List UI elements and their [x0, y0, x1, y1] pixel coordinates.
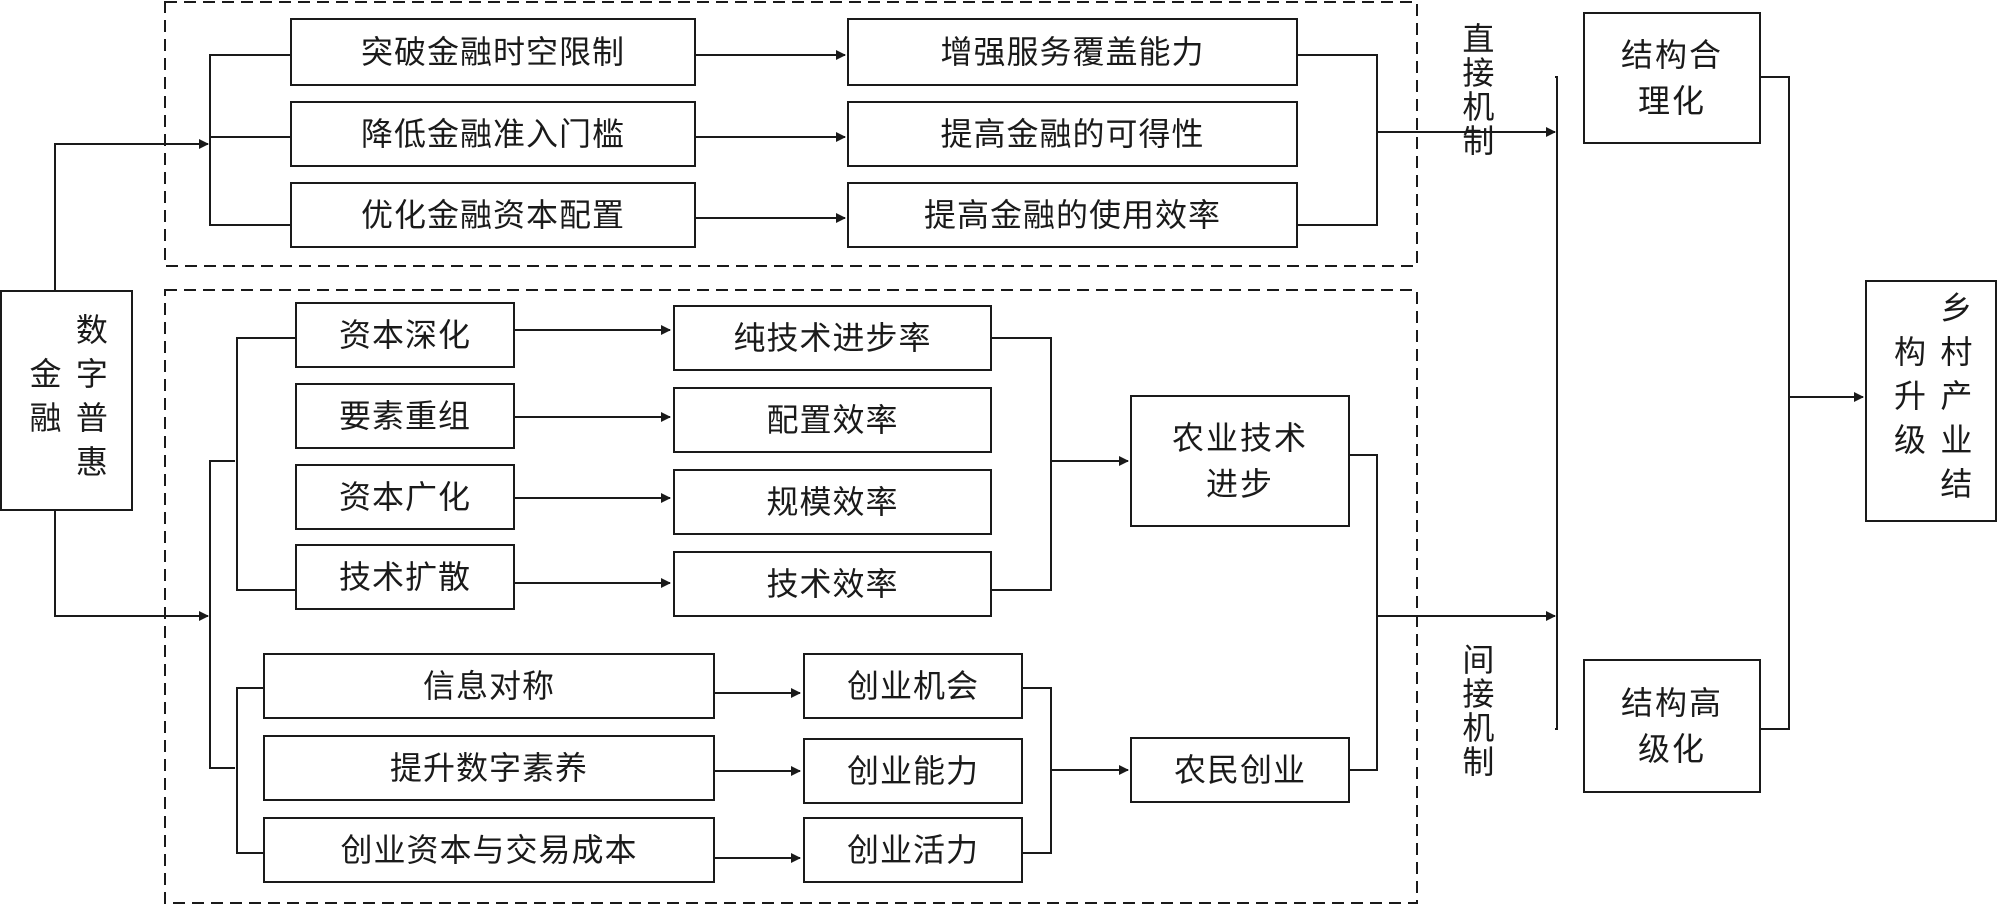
direct-cause-2: 降低金融准入门槛: [290, 101, 696, 167]
direct-cause-1: 突破金融时空限制: [290, 18, 696, 86]
tech-effect-2: 配置效率: [673, 387, 992, 453]
tech-cause-1: 资本深化: [295, 302, 515, 368]
tech-cause-3: 资本广化: [295, 464, 515, 530]
source-to-indirect-line: [54, 511, 209, 621]
agri-tech-progress-label: 农业技术进步: [1171, 418, 1308, 503]
entre-effect-2: 创业能力: [803, 738, 1023, 804]
direct-mechanism-frame: [164, 1, 1418, 267]
structure-upgrading-label: 结构高级化: [1620, 683, 1723, 768]
direct-mechanism-label: 直接机制: [1457, 22, 1496, 158]
entre-cause-2: 提升数字素养: [263, 735, 715, 801]
agri-tech-progress-box: 农业技术进步: [1130, 395, 1350, 527]
rural-industrial-upgrade-box: 乡村产业结构升级: [1865, 280, 1997, 522]
source-to-direct-line: [54, 139, 209, 290]
indirect-mechanism-frame: [164, 289, 1418, 904]
entre-cause-3: 创业资本与交易成本: [263, 817, 715, 883]
entre-cause-1: 信息对称: [263, 653, 715, 719]
tech-effect-1: 纯技术进步率: [673, 305, 992, 371]
entre-effect-1: 创业机会: [803, 653, 1023, 719]
structure-rationalization-label: 结构合理化: [1620, 35, 1723, 120]
direct-effect-2: 提高金融的可得性: [847, 101, 1298, 167]
tech-effect-4: 技术效率: [673, 551, 992, 617]
indirect-mechanism-label: 间接机制: [1457, 643, 1496, 779]
tech-effect-3: 规模效率: [673, 469, 992, 535]
direct-cause-3: 优化金融资本配置: [290, 182, 696, 248]
digital-inclusive-finance-box: 数字普惠金融: [0, 290, 133, 511]
direct-effect-1: 增强服务覆盖能力: [847, 18, 1298, 86]
direct-effect-3: 提高金融的使用效率: [847, 182, 1298, 248]
farmer-entrepreneurship-box: 农民创业: [1130, 737, 1350, 803]
tech-cause-4: 技术扩散: [295, 544, 515, 610]
structure-upgrading-box: 结构高级化: [1583, 659, 1761, 793]
tech-cause-2: 要素重组: [295, 383, 515, 449]
entre-effect-3: 创业活力: [803, 817, 1023, 883]
structure-rationalization-box: 结构合理化: [1583, 12, 1761, 144]
